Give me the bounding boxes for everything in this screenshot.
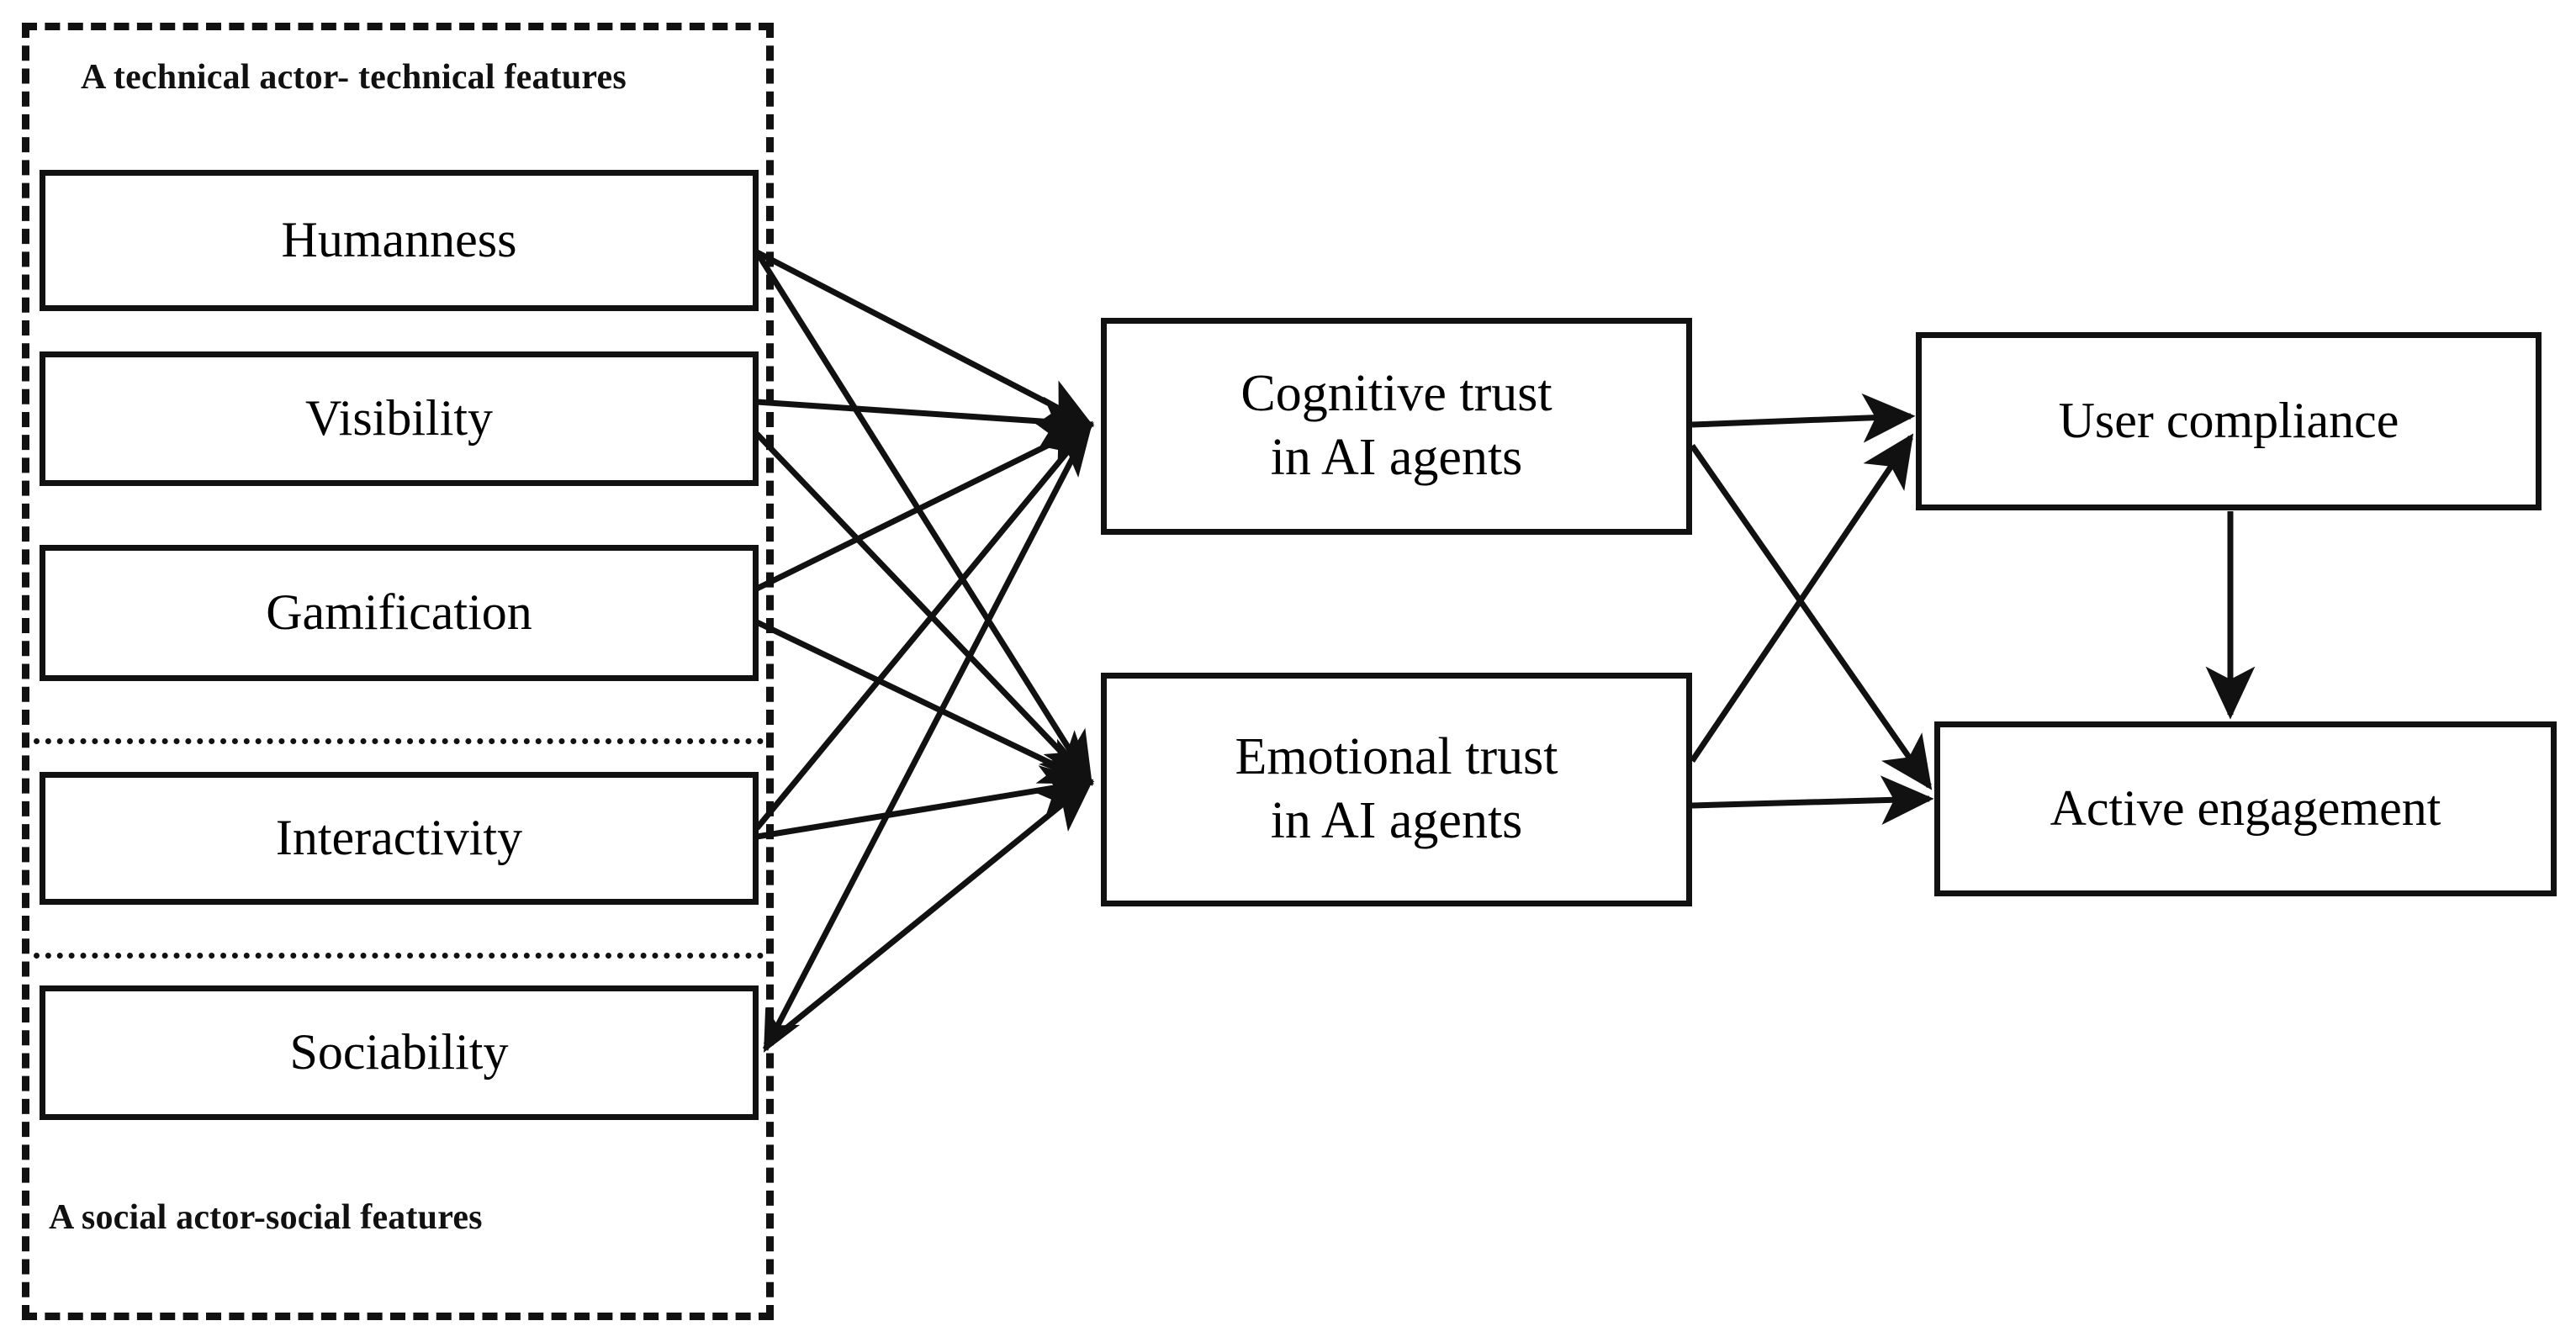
node-user-compliance[interactable]: User compliance: [1916, 332, 2542, 510]
node-cognitive-trust-text: Cognitive trust in AI agents: [1232, 362, 1560, 489]
node-visibility[interactable]: Visibility: [40, 351, 759, 486]
node-interactivity-label: Interactivity: [275, 810, 523, 866]
node-emotional-trust[interactable]: Emotional trust in AI agents: [1101, 673, 1692, 906]
technical-actor-label: A technical actor- technical features: [81, 58, 627, 97]
edge-sociability-cognitive: [762, 423, 1093, 1053]
edge-visibility-cognitive: [756, 396, 1095, 446]
node-emotional-trust-text: Emotional trust in AI agents: [1226, 726, 1566, 853]
edge-sociability-emotional: [763, 779, 1094, 1048]
node-cognitive-trust[interactable]: Cognitive trust in AI agents: [1101, 318, 1692, 535]
edge-gamification-emotional: [755, 619, 1095, 785]
features-group-container: [22, 23, 774, 1320]
edge-visibility-emotional: [754, 431, 1093, 786]
node-emotional-trust-line2: in AI agents: [1270, 792, 1523, 849]
edge-interactivity-cognitive: [754, 420, 1093, 831]
separator-technical-social-upper: [34, 738, 764, 744]
social-actor-label: A social actor-social features: [49, 1198, 483, 1237]
node-user-compliance-label: User compliance: [2058, 393, 2399, 449]
node-gamification[interactable]: Gamification: [40, 545, 759, 681]
edge-interactivity-emotional: [756, 765, 1095, 840]
node-sociability-label: Sociability: [289, 1024, 509, 1080]
node-humanness[interactable]: Humanness: [40, 170, 759, 311]
node-visibility-label: Visibility: [304, 390, 494, 446]
node-active-engagement[interactable]: Active engagement: [1934, 721, 2557, 896]
edge-humanness-cognitive: [755, 249, 1094, 428]
node-interactivity[interactable]: Interactivity: [40, 772, 759, 905]
edge-cognitive-activeengagement: [1690, 444, 1933, 790]
node-humanness-label: Humanness: [281, 212, 517, 268]
node-gamification-label: Gamification: [266, 584, 532, 641]
node-active-engagement-label: Active engagement: [2050, 780, 2441, 837]
edge-emotional-activeengagement: [1691, 775, 1934, 826]
node-sociability[interactable]: Sociability: [40, 985, 759, 1120]
edge-cognitive-usercompliance: [1691, 393, 1916, 443]
node-cognitive-trust-line1: Cognitive trust: [1240, 365, 1552, 423]
edge-emotional-usercompliance: [1690, 433, 1914, 763]
edge-gamification-cognitive: [755, 421, 1095, 592]
node-cognitive-trust-line2: in AI agents: [1270, 429, 1523, 486]
separator-technical-social-lower: [34, 953, 764, 959]
node-emotional-trust-line1: Emotional trust: [1235, 728, 1558, 786]
edge-humanness-emotional: [754, 251, 1092, 786]
